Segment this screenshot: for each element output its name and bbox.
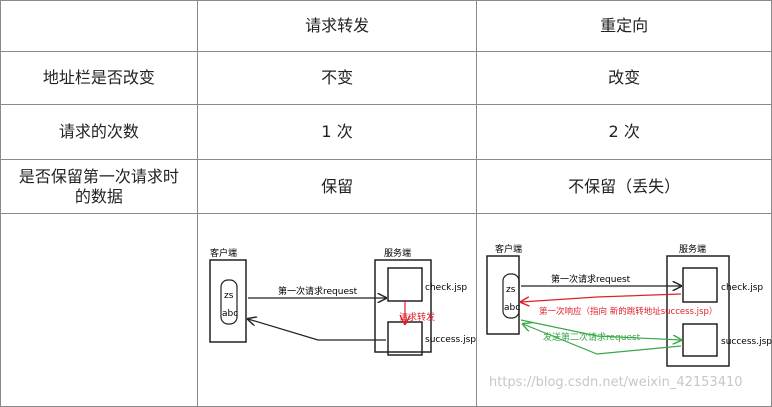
page-success-jsp: success.jsp: [425, 335, 476, 345]
redirect-diagram-cell: 客户端 zs abc 服务端 check.jsp success.jsp 第一次…: [476, 213, 772, 407]
table-row: 请求的次数 1 次 2 次: [0, 104, 772, 160]
client-value-zs: zs: [224, 291, 234, 301]
response-arrow-label: 第一次响应（指向 新的跳转地址success.jsp）: [539, 306, 717, 317]
table-row: 是否保留第一次请求时的数据 保留 不保留（丢失）: [0, 159, 772, 214]
cell-forward-address-bar: 不变: [196, 51, 478, 105]
request-arrow-label: 第一次请求request: [278, 285, 358, 297]
watermark: https://blog.csdn.net/weixin_42153410: [489, 375, 743, 390]
server-box: [374, 259, 432, 353]
check-jsp-box: [387, 267, 423, 302]
client-data-box: [502, 273, 520, 319]
diagram-empty-cell: [0, 213, 198, 407]
server-title: 服务端: [384, 247, 411, 259]
table-row: 地址栏是否改变 不变 改变: [0, 51, 772, 105]
request-arrow-label: 第一次请求request: [551, 273, 631, 285]
page-check-jsp: check.jsp: [425, 283, 467, 293]
diagram-row: 客户端 zs abc 服务端 check.jsp success.jsp 第一次…: [0, 213, 772, 407]
client-title: 客户端: [210, 247, 237, 259]
server-box: [666, 255, 731, 367]
client-value-zs: zs: [506, 285, 516, 295]
second-response-arrow: [523, 324, 682, 355]
forward-arrow-label: 请求转发: [399, 311, 435, 323]
row-label-request-count: 请求的次数: [0, 104, 198, 160]
success-jsp-box: [387, 321, 423, 356]
cell-forward-request-count: 1 次: [196, 104, 478, 160]
response-arrow: [521, 293, 682, 302]
client-title: 客户端: [495, 243, 522, 255]
header-redirect: 重定向: [476, 0, 772, 52]
client-box: [209, 259, 247, 343]
header-row: 请求转发 重定向: [0, 0, 772, 52]
cell-forward-keep-data: 保留: [196, 159, 478, 214]
client-data-box: [220, 279, 238, 325]
client-value-abc: abc: [504, 303, 520, 313]
header-empty-cell: [0, 0, 198, 52]
response-arrow: [248, 319, 386, 341]
row-label-address-bar: 地址栏是否改变: [0, 51, 198, 105]
second-request-label: 发送第二次请求request: [543, 331, 641, 343]
row-label-keep-data: 是否保留第一次请求时的数据: [0, 159, 198, 214]
check-jsp-box: [682, 267, 719, 303]
success-jsp-box: [682, 323, 719, 357]
page-success-jsp: success.jsp: [721, 337, 772, 347]
forward-diagram: 客户端 zs abc 服务端 check.jsp success.jsp 第一次…: [209, 247, 476, 356]
cell-redirect-request-count: 2 次: [476, 104, 772, 160]
client-value-abc: abc: [222, 309, 238, 319]
forward-diagram-cell: 客户端 zs abc 服务端 check.jsp success.jsp 第一次…: [196, 213, 478, 407]
cell-redirect-keep-data: 不保留（丢失）: [476, 159, 772, 214]
header-forward: 请求转发: [196, 0, 478, 52]
server-title: 服务端: [679, 243, 706, 255]
second-request-arrow: [521, 319, 681, 340]
page-check-jsp: check.jsp: [721, 283, 763, 293]
cell-redirect-address-bar: 改变: [476, 51, 772, 105]
redirect-diagram: 客户端 zs abc 服务端 check.jsp success.jsp 第一次…: [486, 243, 772, 390]
